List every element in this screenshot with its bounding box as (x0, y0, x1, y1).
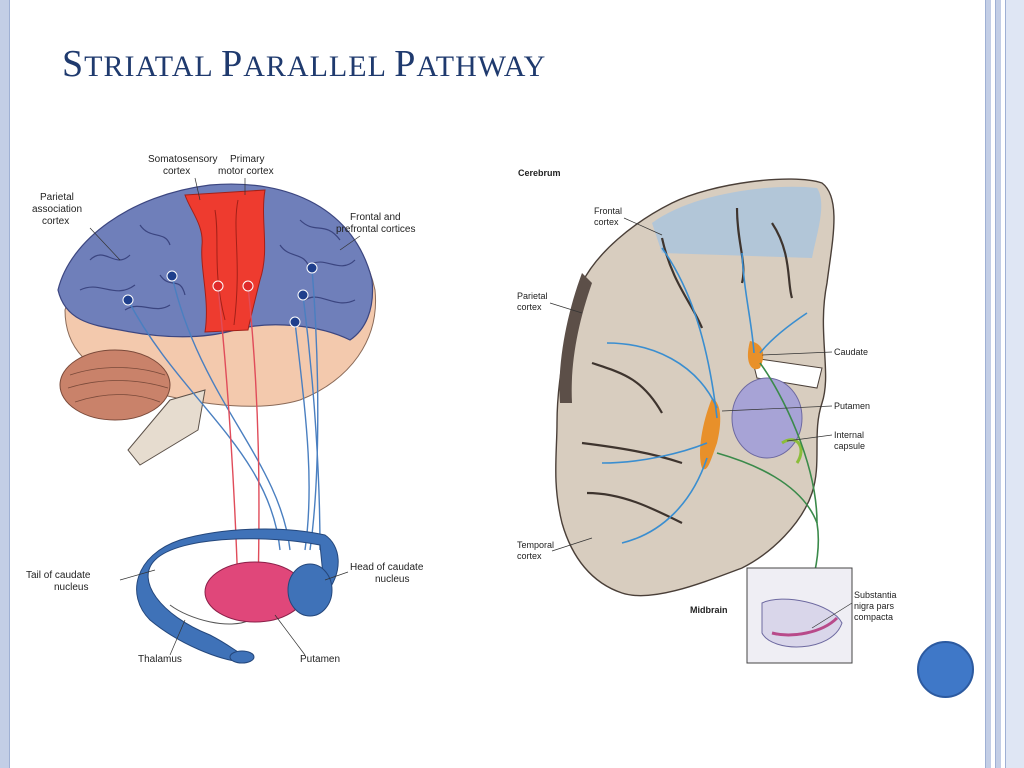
slide-frame-left (0, 0, 10, 768)
label-somatosensory: cortex (163, 166, 190, 177)
slide-title: STRIATAL PARALLEL PATHWAY (62, 42, 546, 86)
label-substantia-nigra: Substantia (854, 590, 897, 600)
cerebellum (60, 350, 170, 420)
title-letter: P (394, 43, 416, 85)
label-head-caudate: Head of caudate (350, 562, 424, 573)
label-parietal: cortex (42, 216, 69, 227)
label-temporal: cortex (517, 551, 542, 561)
label-primary-motor: motor cortex (218, 166, 274, 177)
label-internal-capsule: capsule (834, 441, 865, 451)
label-primary-motor: Primary (230, 154, 264, 165)
title-word: ATHWAY (416, 50, 546, 83)
slide-frame-right-stripe (995, 0, 1001, 768)
title-word: TRIATAL (84, 50, 221, 83)
label-parietal: association (32, 204, 82, 215)
lateral-brain-figure: Somatosensory cortex Primary motor corte… (20, 150, 435, 680)
label-internal-capsule: Internal (834, 430, 864, 440)
label-head-caudate: nucleus (375, 574, 409, 585)
label-frontal: Frontal and (350, 212, 401, 223)
label-midbrain: Midbrain (690, 605, 728, 615)
label-tail-caudate: Tail of caudate (26, 570, 91, 581)
slide-frame-right-stripe (985, 0, 991, 768)
label-substantia-nigra: compacta (854, 612, 893, 622)
label-caudate: Caudate (834, 347, 868, 357)
label-cerebrum: Cerebrum (518, 168, 561, 178)
label-thalamus: Thalamus (138, 654, 182, 665)
label-substantia-nigra: nigra pars (854, 601, 895, 611)
title-letter: P (221, 43, 243, 85)
label-temporal: Temporal (517, 540, 554, 550)
decorative-circle (917, 641, 974, 698)
label-parietal: Parietal (40, 192, 74, 203)
label-somatosensory: Somatosensory (148, 154, 217, 165)
coronal-section-figure: Cerebrum Frontal cortex Parietal cortex … (512, 163, 917, 695)
label-frontal: cortex (594, 217, 619, 227)
slide-frame-right-stripe (1005, 0, 1024, 768)
label-parietal: Parietal (517, 291, 548, 301)
label-frontal: Frontal (594, 206, 622, 216)
label-tail-caudate: nucleus (54, 582, 88, 593)
label-putamen: Putamen (834, 401, 870, 411)
label-parietal: cortex (517, 302, 542, 312)
label-frontal: prefrontal cortices (336, 224, 415, 235)
title-letter: S (62, 43, 84, 85)
title-word: ARALLEL (243, 50, 394, 83)
label-putamen: Putamen (300, 654, 340, 665)
